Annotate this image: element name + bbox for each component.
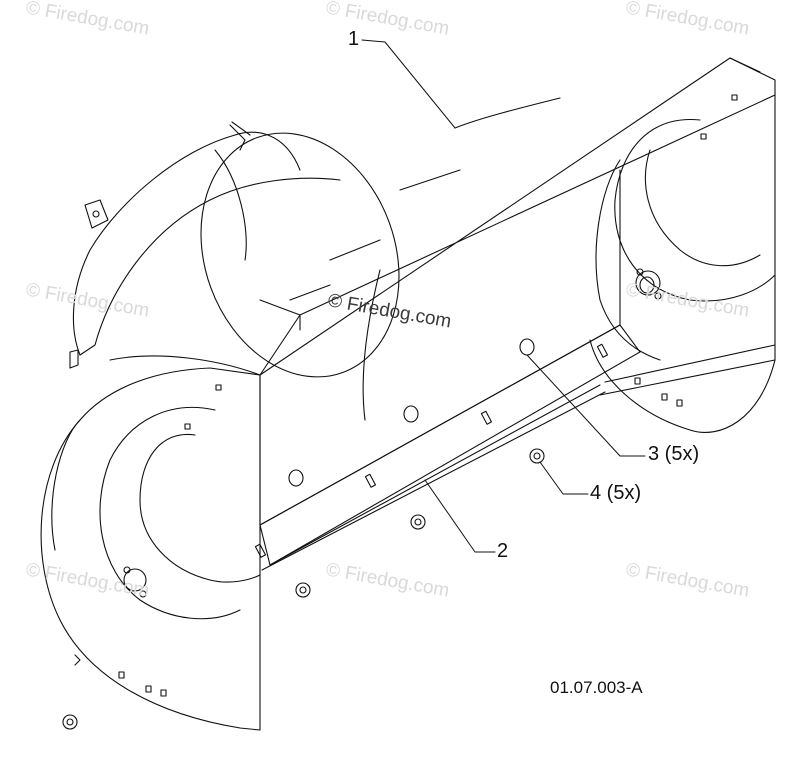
- rear-auger-drum: [69, 121, 400, 378]
- leader-lines: [361, 39, 646, 553]
- housing-top-panel: [259, 57, 776, 376]
- drawing-code: 01.07.003-A: [550, 678, 643, 697]
- hex-nuts: [62, 448, 545, 730]
- scraper-bar: [254, 324, 641, 571]
- callout-4: 4 (5x): [590, 482, 642, 504]
- callout-2: 2: [497, 540, 509, 562]
- callout-1: 1: [348, 28, 360, 50]
- left-side-scroll: [40, 355, 261, 731]
- right-side-scroll: [589, 94, 776, 434]
- callout-3: 3 (5x): [648, 443, 700, 465]
